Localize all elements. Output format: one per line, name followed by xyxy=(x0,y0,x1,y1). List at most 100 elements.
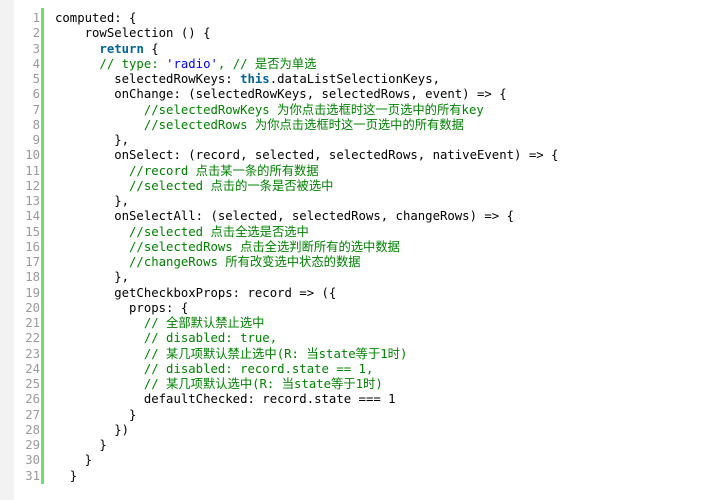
code-text xyxy=(55,42,99,56)
line-number: 19 xyxy=(25,285,40,300)
code-text: onSelect: (record, selected, selectedRow… xyxy=(55,148,559,163)
line-number: 27 xyxy=(25,407,40,422)
code-line: }) xyxy=(55,423,702,438)
code-comment: // 全部默认禁止选中 xyxy=(55,316,265,330)
code-line: } xyxy=(55,469,702,484)
code-line: //selectedRowKeys 为你点击选框时这一页选中的所有key xyxy=(55,103,702,118)
code-line: onSelect: (record, selected, selectedRow… xyxy=(55,148,702,163)
line-number: 11 xyxy=(25,163,40,178)
code-comment: , // 是否为单选 xyxy=(217,56,317,71)
line-number: 16 xyxy=(25,239,40,254)
code-line: //changeRows 所有改变选中状态的数据 xyxy=(55,255,702,270)
code-text: } xyxy=(55,438,107,452)
line-number: 12 xyxy=(25,178,40,193)
code-text: .dataListSelectionKeys, xyxy=(269,72,440,86)
code-string: 'radio' xyxy=(166,56,218,71)
code-text: defaultChecked: record.state === 1 xyxy=(55,392,396,407)
code-line: rowSelection () { xyxy=(55,26,702,41)
code-text: rowSelection () { xyxy=(55,26,211,41)
code-line: //selectedRows 点击全选判断所有的选中数据 xyxy=(55,240,702,255)
line-number: 20 xyxy=(25,300,40,315)
gutter-border xyxy=(41,8,44,484)
code-comment: // 某几项默认选中(R: 当state等于1时) xyxy=(55,377,383,391)
code-text: } xyxy=(55,407,137,422)
code-comment: // 某几项默认禁止选中(R: 当state等于1时) xyxy=(55,346,408,361)
code-comment: //changeRows 所有改变选中状态的数据 xyxy=(55,255,361,269)
line-number: 7 xyxy=(32,102,40,117)
line-number: 22 xyxy=(25,331,40,346)
code-comment: //selected 点击全选是否选中 xyxy=(55,224,309,239)
line-number: 9 xyxy=(32,133,40,147)
line-number: 28 xyxy=(25,422,40,437)
code-line: //selected 点击的一条是否被选中 xyxy=(55,179,702,194)
code-text: onChange: (selectedRowKeys, selectedRows… xyxy=(55,87,507,102)
code-text: } xyxy=(55,453,93,468)
line-number: 21 xyxy=(25,316,40,330)
code-text: getCheckboxProps: record => ({ xyxy=(55,285,337,300)
line-number: 29 xyxy=(25,438,40,452)
line-number: 1 xyxy=(32,11,40,25)
code-line: // type: 'radio', // 是否为单选 xyxy=(55,57,702,72)
line-number: 4 xyxy=(32,56,40,71)
code-line: //selectedRows 为你点击选框时这一页选中的所有数据 xyxy=(55,118,702,133)
line-number: 23 xyxy=(25,346,40,361)
code-line: // 全部默认禁止选中 xyxy=(55,316,702,331)
line-number: 5 xyxy=(32,72,40,86)
code-line: //selected 点击全选是否选中 xyxy=(55,225,702,240)
code-line: // disabled: true, xyxy=(55,331,702,346)
code-line: //record 点击某一条的所有数据 xyxy=(55,164,702,179)
code-line: // 某几项默认选中(R: 当state等于1时) xyxy=(55,377,702,392)
code-comment: // type: xyxy=(55,56,167,71)
code-text: props: { xyxy=(55,300,189,315)
line-number: 3 xyxy=(32,41,40,56)
code-text: { xyxy=(143,41,159,56)
code-text: }, xyxy=(55,194,130,208)
code-text: } xyxy=(55,468,78,483)
code-line: }, xyxy=(55,133,702,148)
line-number: 18 xyxy=(25,270,40,285)
code-line: // 某几项默认禁止选中(R: 当state等于1时) xyxy=(55,347,702,362)
line-number: 25 xyxy=(25,377,40,391)
code-line: }, xyxy=(55,270,702,285)
code-line: getCheckboxProps: record => ({ xyxy=(55,286,702,301)
line-number: 8 xyxy=(32,117,40,132)
code-line: return { xyxy=(55,42,702,57)
code-comment: //selected 点击的一条是否被选中 xyxy=(55,178,334,193)
code-comment: //selectedRows 点击全选判断所有的选中数据 xyxy=(55,239,400,254)
line-number: 26 xyxy=(25,392,40,407)
line-number: 10 xyxy=(25,148,40,163)
code-keyword: this xyxy=(240,72,270,86)
code-comment: //selectedRows 为你点击选框时这一页选中的所有数据 xyxy=(55,117,464,132)
code-line: } xyxy=(55,438,702,453)
code-line: computed: { xyxy=(55,11,702,26)
code-comment: // disabled: true, xyxy=(55,331,278,346)
code-text: onSelectAll: (selected, selectedRows, ch… xyxy=(55,209,515,224)
code-text: selectedRowKeys: xyxy=(55,72,241,86)
line-number: 31 xyxy=(25,468,40,483)
code-comment: //selectedRowKeys 为你点击选框时这一页选中的所有key xyxy=(55,102,484,117)
code-comment: // disabled: record.state == 1, xyxy=(55,361,374,376)
code-area: computed: { rowSelection () { return { /… xyxy=(55,11,702,484)
code-keyword: return xyxy=(99,41,144,56)
line-number: 13 xyxy=(25,194,40,208)
code-text: }, xyxy=(55,133,130,147)
code-line: defaultChecked: record.state === 1 xyxy=(55,392,702,407)
code-line: }, xyxy=(55,194,702,209)
code-text: }) xyxy=(55,422,130,437)
line-number: 30 xyxy=(25,453,40,468)
code-line: } xyxy=(55,408,702,423)
code-text: }, xyxy=(55,270,130,285)
code-line: selectedRowKeys: this.dataListSelectionK… xyxy=(55,72,702,87)
code-text: computed: { xyxy=(55,11,137,25)
line-number: 2 xyxy=(32,26,40,41)
code-line: onChange: (selectedRowKeys, selectedRows… xyxy=(55,87,702,102)
line-number: 24 xyxy=(25,361,40,376)
code-line: onSelectAll: (selected, selectedRows, ch… xyxy=(55,209,702,224)
line-number: 14 xyxy=(25,209,40,224)
code-line: // disabled: record.state == 1, xyxy=(55,362,702,377)
line-number: 15 xyxy=(25,224,40,239)
code-comment: //record 点击某一条的所有数据 xyxy=(55,163,319,178)
code-line: props: { xyxy=(55,301,702,316)
